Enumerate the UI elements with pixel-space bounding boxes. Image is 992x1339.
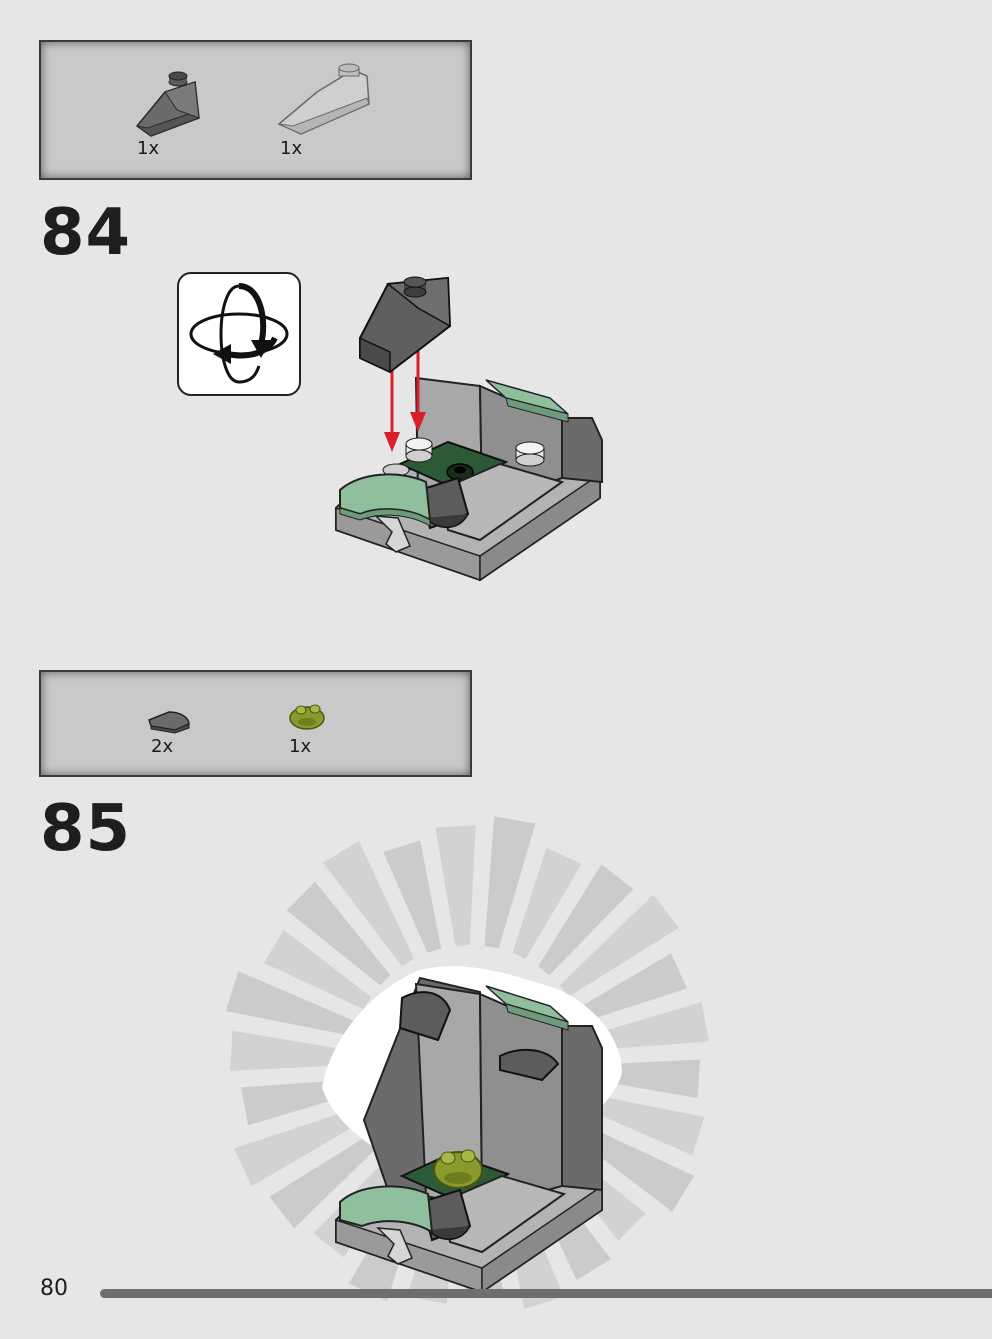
step-85-completion-illustration (225, 816, 709, 1310)
burst-ray (286, 881, 391, 986)
burst-ray (435, 825, 476, 946)
burst-ray (586, 1001, 709, 1051)
burst-ray (323, 841, 415, 967)
part-qty-2: 1x (280, 138, 303, 159)
part-qty-3: 2x (151, 736, 174, 757)
parts-callout-step-84: 1x 1x (39, 40, 472, 180)
page-number: 80 (40, 1276, 68, 1301)
dark-gray-slope-2x1-icon (135, 71, 200, 137)
page-progress-bar (100, 1289, 992, 1298)
burst-ray (512, 848, 582, 959)
burst-rays (225, 816, 709, 1310)
step-84-assembly-illustration (335, 276, 603, 582)
light-gray-curved-slope-icon (277, 63, 370, 135)
burst-ray (582, 1093, 705, 1156)
parts-callout-step-85: 2x 1x (39, 670, 472, 777)
burst-ray (234, 1107, 364, 1187)
step-number-84: 84 (40, 196, 132, 270)
burst-ray (225, 970, 358, 1037)
burst-ray (576, 953, 687, 1023)
burst-ray (383, 840, 442, 953)
rotate-model-callout (177, 272, 301, 396)
burst-ray (559, 894, 679, 997)
burst-ray (263, 929, 372, 1010)
burst-ray (230, 1030, 351, 1071)
part-qty-4: 1x (289, 736, 312, 757)
burst-ray (269, 1133, 381, 1229)
rotate-model-icon (189, 283, 289, 384)
step-number-85: 85 (40, 792, 132, 866)
part-qty-1: 1x (137, 138, 160, 159)
dark-gray-quarter-tile-icon (148, 711, 190, 734)
burst-ray (538, 864, 634, 976)
olive-frog-icon (289, 704, 325, 730)
burst-ray (484, 816, 536, 949)
